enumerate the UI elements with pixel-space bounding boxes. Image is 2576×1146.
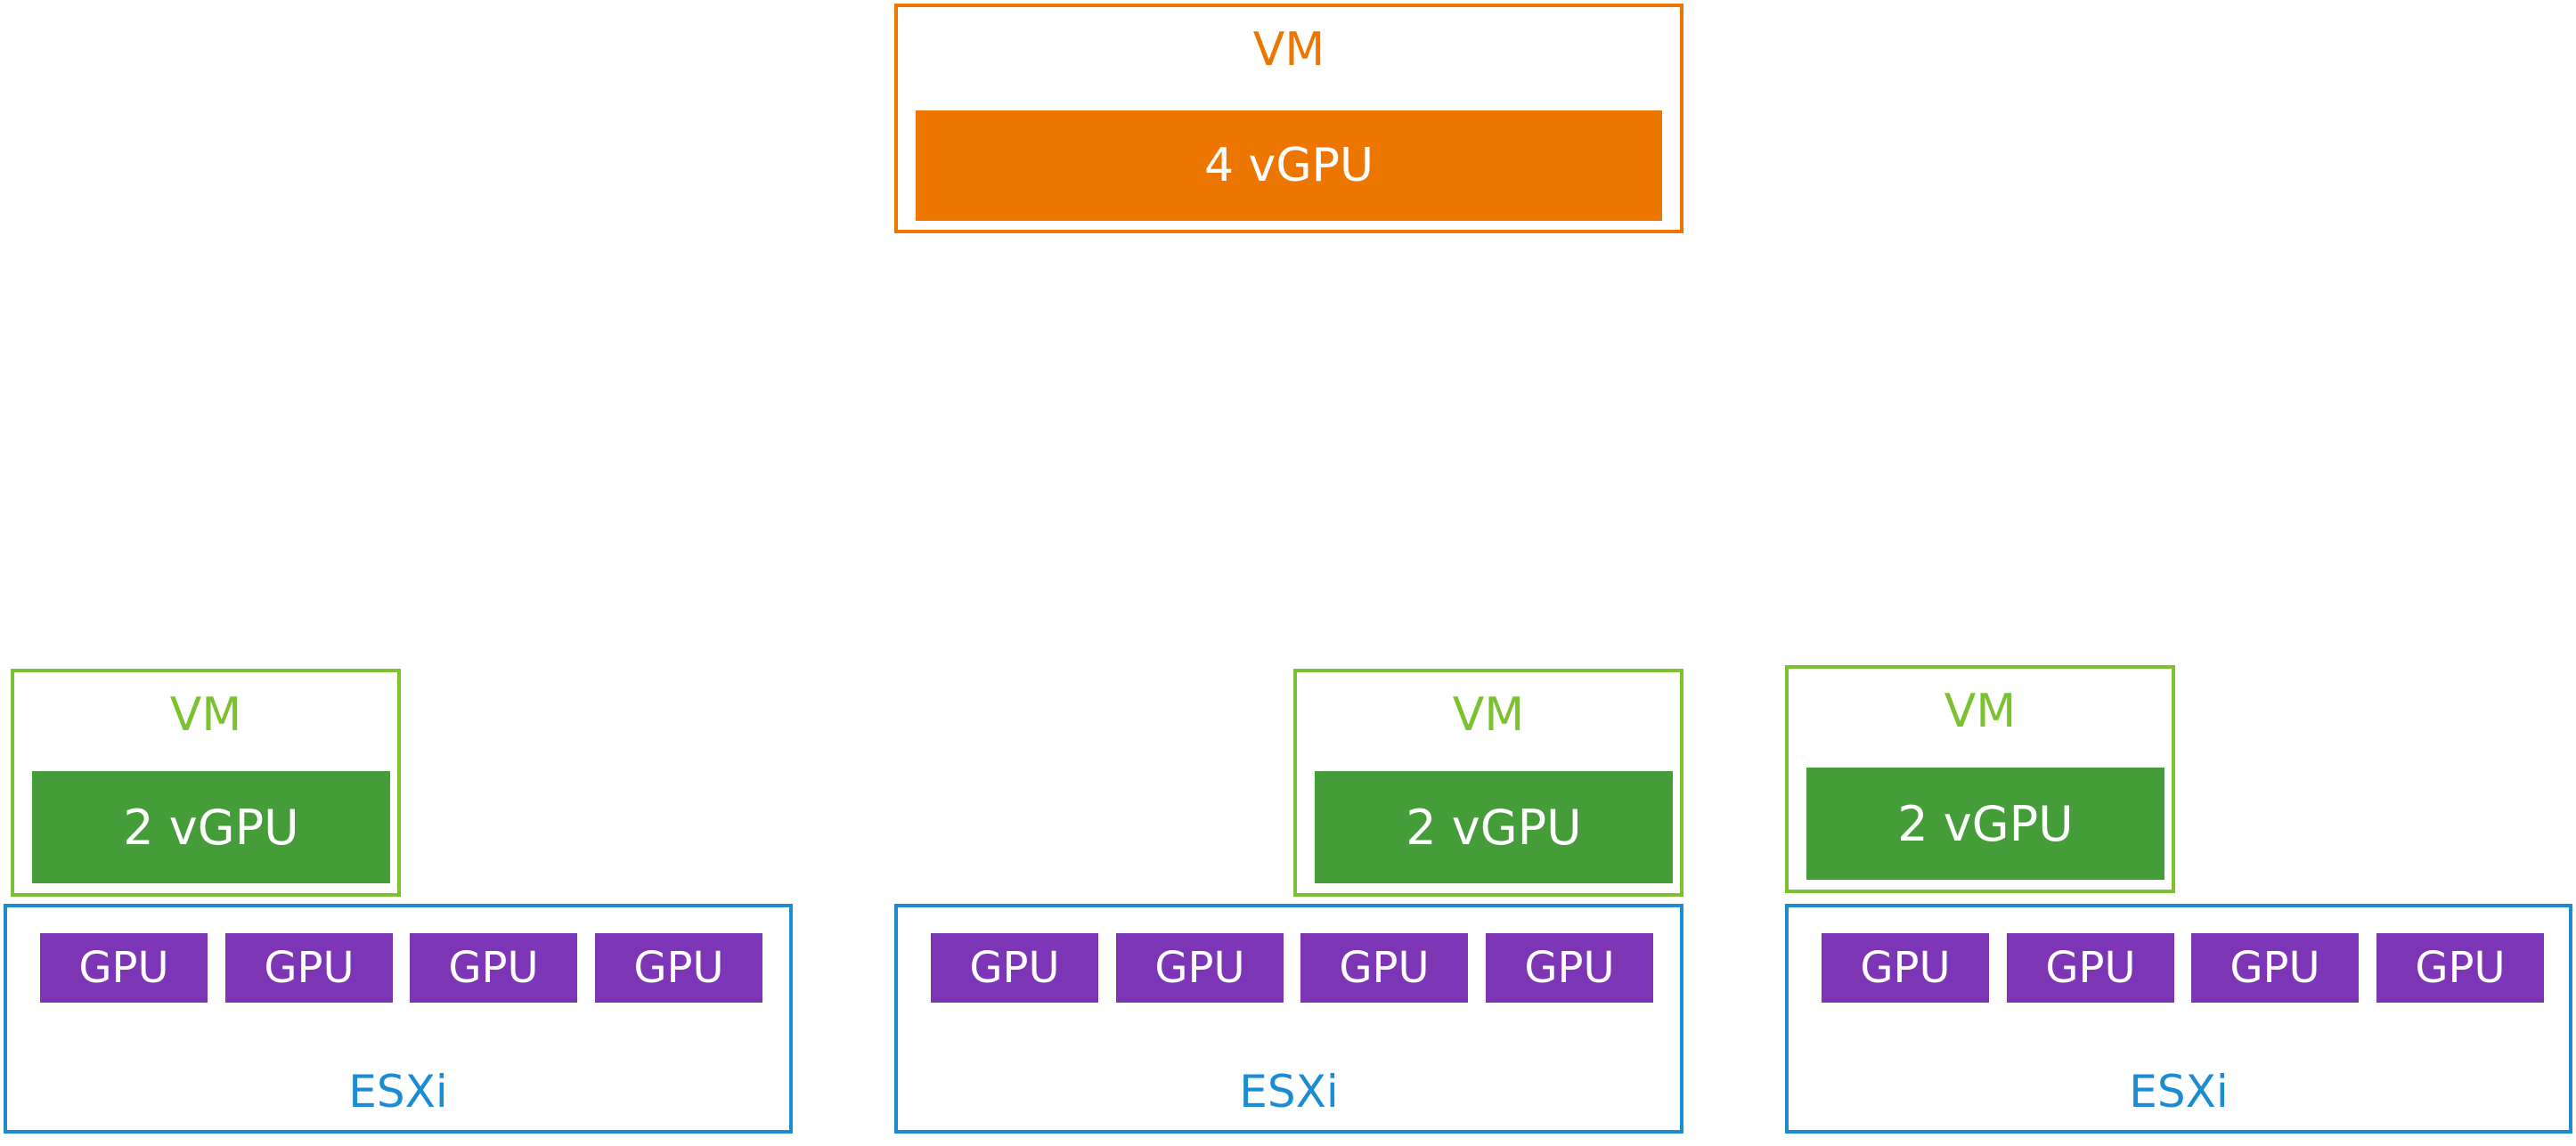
top-vm-label: VM	[1252, 23, 1325, 77]
esxi-label-2: ESXi	[1239, 1066, 1339, 1118]
vm-vgpu-block-3: 2 vGPU	[1806, 768, 2164, 880]
gpu-chip: GPU	[595, 933, 762, 1003]
esxi-host-2: GPU GPU GPU GPU ESXi	[894, 904, 1683, 1134]
vm-box-3: VM 2 vGPU	[1785, 665, 2175, 893]
gpu-chip: GPU	[2191, 933, 2359, 1003]
gpu-chip: GPU	[1116, 933, 1284, 1003]
gpu-chip: GPU	[40, 933, 208, 1003]
vm-box-2: VM 2 vGPU	[1293, 669, 1683, 897]
vm-label-2: VM	[1452, 688, 1525, 742]
gpu-chip: GPU	[1486, 933, 1653, 1003]
top-vm-vgpu-block: 4 vGPU	[916, 110, 1662, 221]
gpu-chip: GPU	[410, 933, 577, 1003]
gpu-chip: GPU	[2007, 933, 2174, 1003]
gpu-chip: GPU	[225, 933, 393, 1003]
vm-box-1: VM 2 vGPU	[11, 669, 401, 897]
top-vm-box: VM 4 vGPU	[894, 4, 1683, 233]
esxi-host-3: GPU GPU GPU GPU ESXi	[1785, 904, 2572, 1134]
gpu-chip: GPU	[1822, 933, 1989, 1003]
vm-label-1: VM	[169, 688, 242, 742]
vm-vgpu-block-1: 2 vGPU	[32, 771, 390, 883]
vm-label-3: VM	[1944, 685, 2017, 738]
gpu-chip: GPU	[931, 933, 1098, 1003]
gpu-chip: GPU	[1300, 933, 1468, 1003]
vm-vgpu-block-2: 2 vGPU	[1315, 771, 1673, 883]
esxi-label-1: ESXi	[348, 1066, 448, 1118]
esxi-host-1: GPU GPU GPU GPU ESXi	[4, 904, 793, 1134]
esxi-label-3: ESXi	[2129, 1066, 2229, 1118]
gpu-chip: GPU	[2376, 933, 2544, 1003]
